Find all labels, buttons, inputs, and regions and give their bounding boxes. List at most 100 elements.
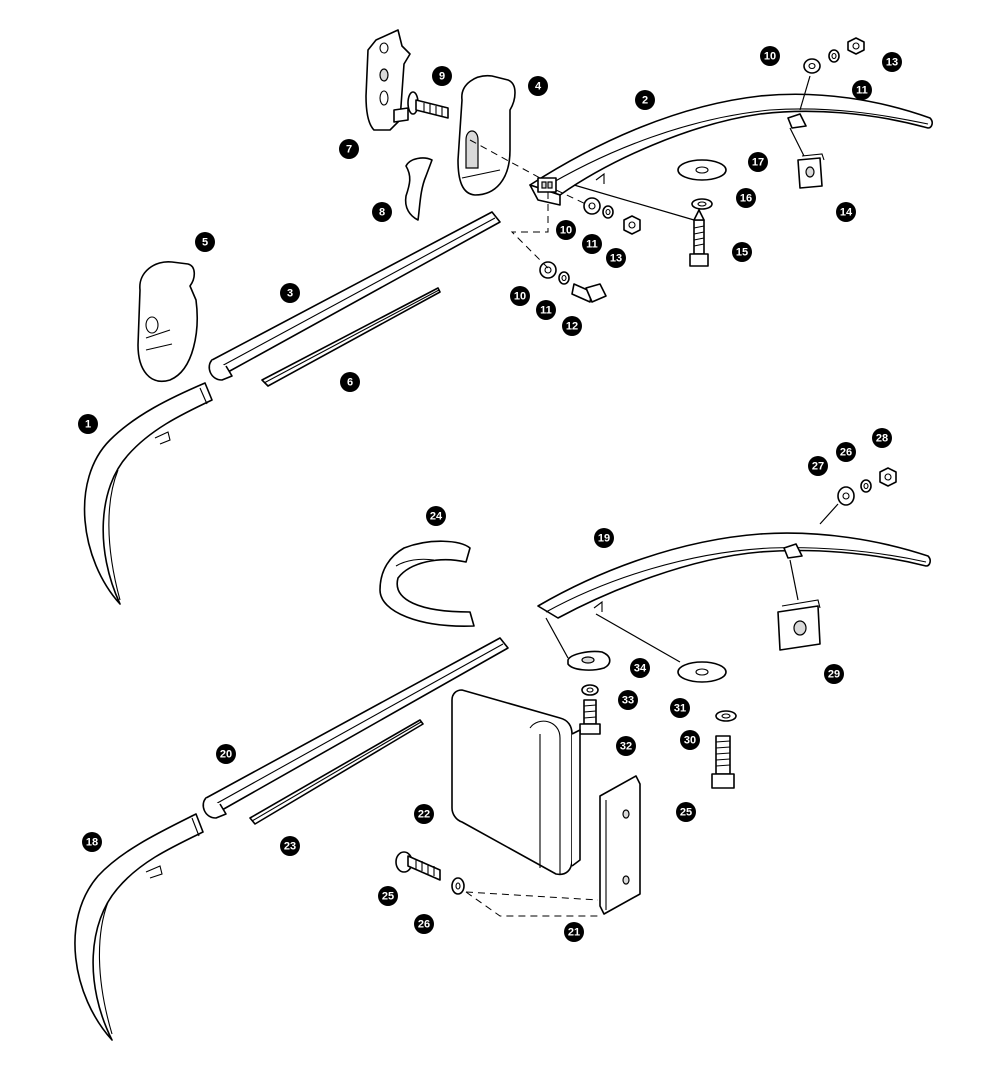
part-15-screw — [689, 209, 709, 267]
callout-dot — [824, 664, 844, 684]
callout-27: 27 — [808, 456, 828, 476]
callout-number: 10 — [560, 225, 572, 237]
part-20-long-rail — [202, 637, 509, 819]
part-26-lock-washer-bottom — [451, 877, 465, 895]
part-22-rubber-block — [451, 689, 581, 876]
callout-25: 25 — [378, 886, 398, 906]
callout-number: 18 — [86, 837, 98, 849]
callout-number: 17 — [752, 157, 764, 169]
callout-34: 34 — [630, 658, 650, 678]
callout-14: 14 — [836, 202, 856, 222]
callout-dot — [606, 248, 626, 268]
callout-dot — [340, 372, 360, 392]
callout-number: 22 — [418, 809, 430, 821]
lower-assembly-leader-lines — [465, 503, 839, 917]
callout-number: 23 — [284, 841, 296, 853]
callout-number: 25 — [680, 807, 692, 819]
callout-number: 30 — [684, 735, 696, 747]
callout-dot — [564, 922, 584, 942]
part-11-lock-washer-mid — [602, 205, 614, 219]
callout-dot — [280, 836, 300, 856]
callout-1: 1 — [78, 414, 98, 434]
callout-dot — [414, 804, 434, 824]
callout-dot — [882, 52, 902, 72]
callout-number: 25 — [382, 891, 394, 903]
callout-number: 1 — [85, 419, 91, 431]
callout-number: 12 — [566, 321, 578, 333]
part-callouts: 1234567891011121314151617101113101118192… — [78, 46, 902, 942]
part-14-clip-nut — [797, 153, 825, 189]
callout-26: 26 — [836, 442, 856, 462]
callout-number: 5 — [202, 237, 208, 249]
callout-number: 9 — [439, 71, 445, 83]
callout-8: 8 — [372, 202, 392, 222]
callout-29: 29 — [824, 664, 844, 684]
callout-dot — [680, 730, 700, 750]
callout-5: 5 — [195, 232, 215, 252]
callout-dot — [872, 428, 892, 448]
callout-dot — [760, 46, 780, 66]
part-18-curved-end-trim — [74, 813, 204, 1041]
part-12-bolt — [571, 283, 607, 303]
callout-10: 10 — [510, 286, 530, 306]
callout-number: 15 — [736, 247, 748, 259]
callout-2: 2 — [635, 90, 655, 110]
part-11-lock-washer-top — [828, 49, 840, 63]
callout-11: 11 — [582, 234, 602, 254]
callout-dot — [748, 152, 768, 172]
part-10-washer-mid — [583, 197, 601, 215]
callout-number: 4 — [535, 81, 542, 93]
callout-number: 34 — [634, 663, 647, 675]
callout-24: 24 — [426, 506, 446, 526]
part-16-star-washer — [691, 198, 713, 210]
callout-dot — [426, 506, 446, 526]
callout-10: 10 — [760, 46, 780, 66]
callout-number: 14 — [840, 207, 853, 219]
part-13-nut-mid — [623, 215, 641, 235]
part-31-flat-washer — [677, 661, 727, 683]
upper-assembly-leader-lines — [469, 75, 811, 269]
callout-17: 17 — [748, 152, 768, 172]
callout-23: 23 — [280, 836, 300, 856]
callout-dot — [676, 802, 696, 822]
callout-3: 3 — [280, 283, 300, 303]
part-25-bolt-vertical — [711, 735, 735, 789]
callout-number: 10 — [764, 51, 776, 63]
callout-dot — [618, 690, 638, 710]
callout-6: 6 — [340, 372, 360, 392]
part-28-nut — [879, 467, 897, 487]
part-3-long-rail — [208, 211, 501, 381]
callout-16: 16 — [736, 188, 756, 208]
callout-33: 33 — [618, 690, 638, 710]
callout-dot — [736, 188, 756, 208]
callout-12: 12 — [562, 316, 582, 336]
callout-number: 27 — [812, 461, 824, 473]
callout-dot — [536, 300, 556, 320]
part-24-curved-clip — [379, 540, 475, 627]
callout-4: 4 — [528, 76, 548, 96]
callout-number: 7 — [346, 144, 352, 156]
callout-dot — [616, 736, 636, 756]
callout-dot — [510, 286, 530, 306]
callout-dot — [372, 202, 392, 222]
callout-number: 19 — [598, 533, 610, 545]
part-8-clip — [404, 157, 433, 221]
callout-13: 13 — [882, 52, 902, 72]
callout-21: 21 — [564, 922, 584, 942]
callout-26: 26 — [414, 914, 434, 934]
callout-number: 33 — [622, 695, 634, 707]
callout-number: 16 — [740, 193, 752, 205]
callout-number: 13 — [610, 253, 622, 265]
callout-number: 11 — [540, 305, 552, 317]
callout-dot — [732, 242, 752, 262]
callout-dot — [82, 832, 102, 852]
callout-number: 31 — [674, 703, 686, 715]
callout-20: 20 — [216, 744, 236, 764]
part-29-clip-nut — [777, 599, 821, 651]
part-2-curved-trim — [529, 93, 933, 206]
callout-22: 22 — [414, 804, 434, 824]
part-30-star-washer — [715, 710, 737, 722]
part-1-curved-end-trim — [83, 382, 213, 605]
callout-number: 29 — [828, 669, 840, 681]
part-10-washer-low — [539, 261, 557, 279]
